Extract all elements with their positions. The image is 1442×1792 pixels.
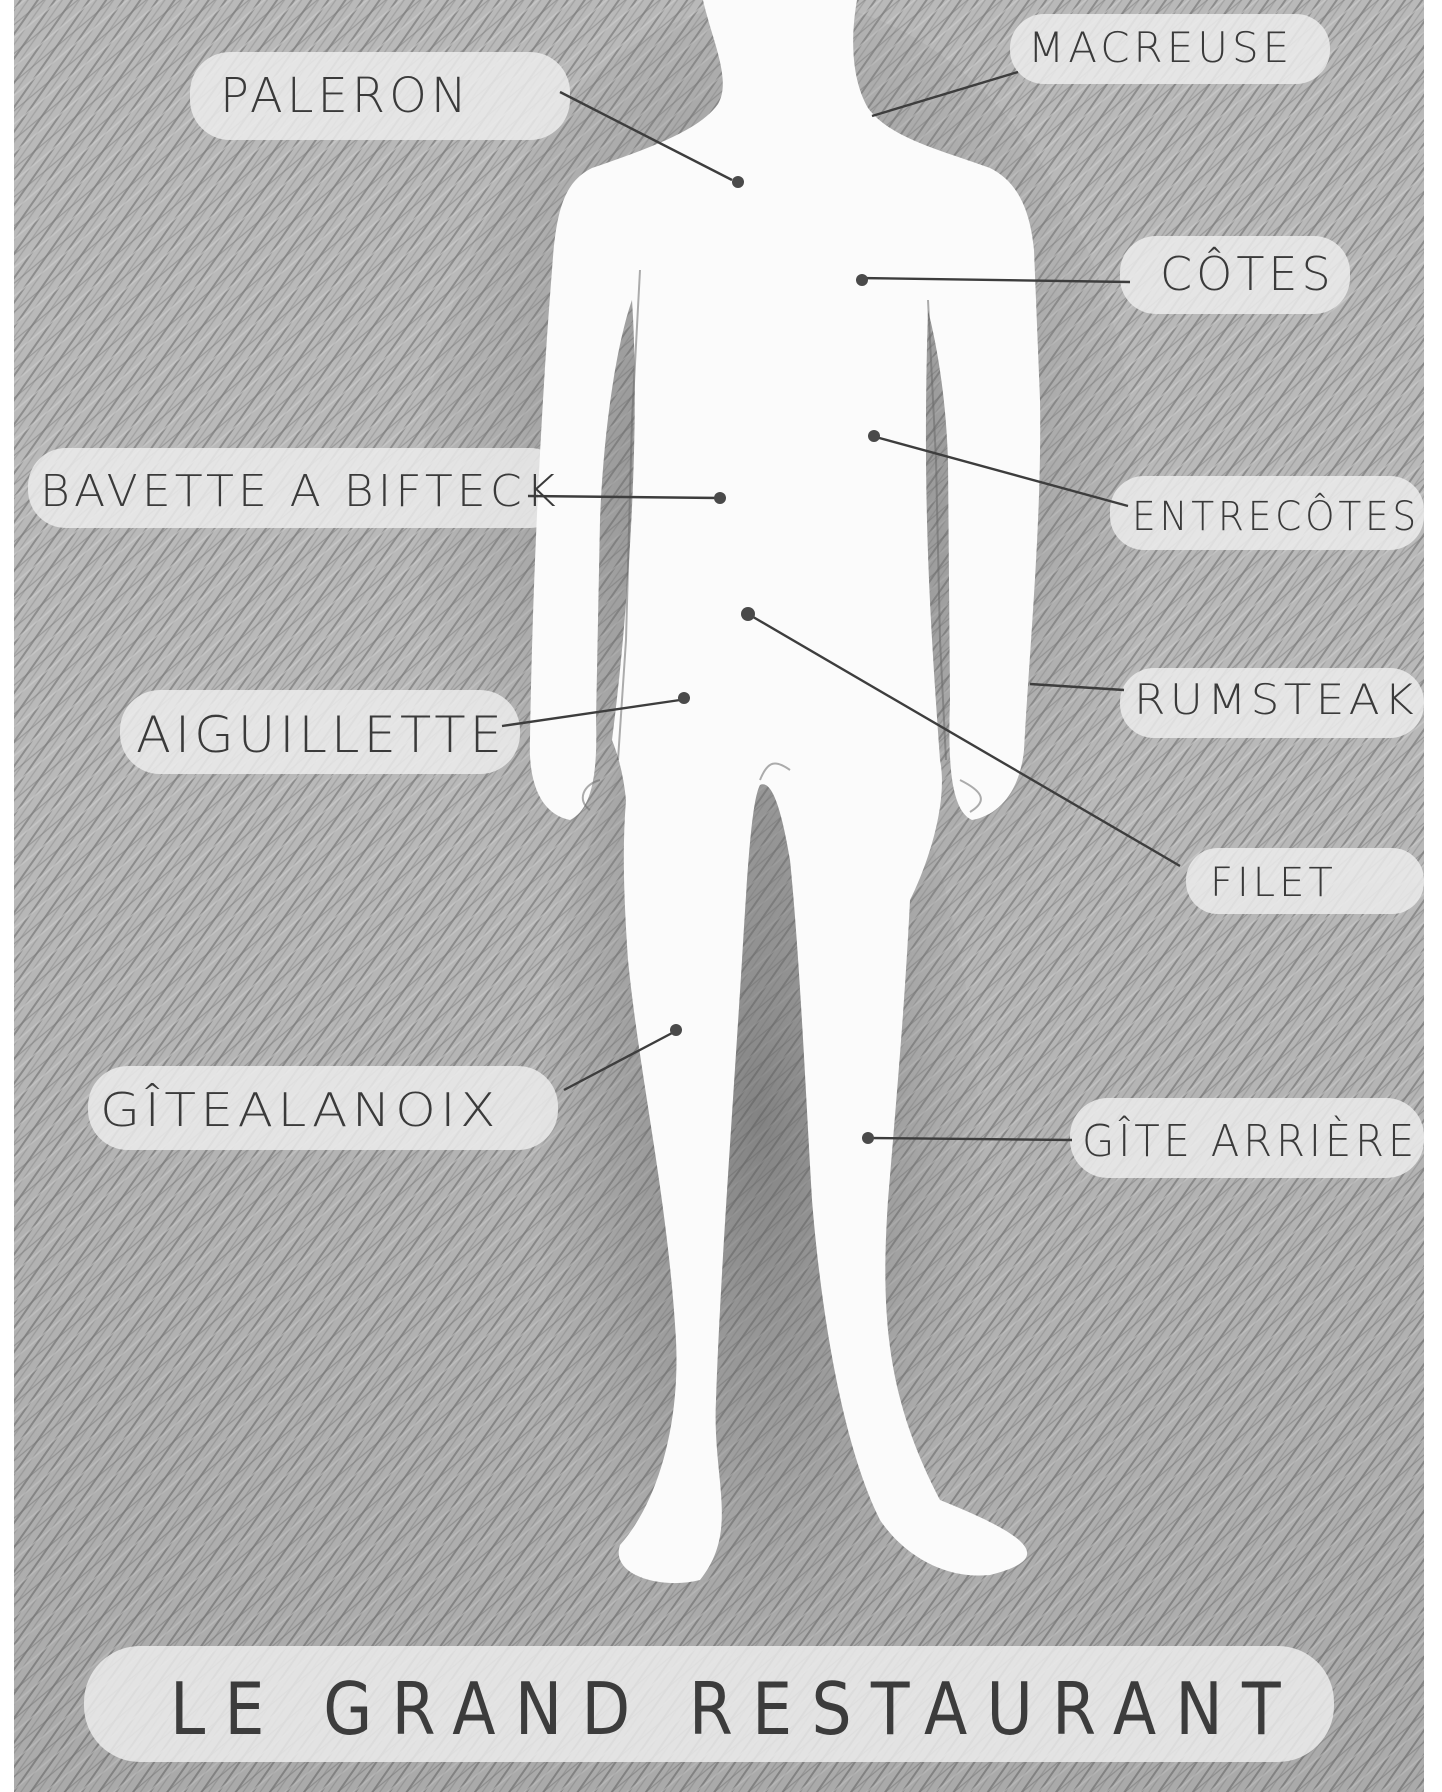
label-gite-noix: GÎTEALANOIX (100, 1083, 500, 1137)
page-title: LE GRAND RESTAURANT (170, 1667, 1300, 1751)
pin-gite-arriere (862, 1132, 874, 1144)
pin-gite-noix (670, 1024, 682, 1036)
pin-cotes (856, 274, 868, 286)
label-rumsteak: RUMSTEAK (1134, 675, 1418, 724)
paper-edge (1424, 0, 1442, 1792)
pin-paleron (732, 176, 744, 188)
label-gite-arriere: GÎTE ARRIÈRE (1082, 1114, 1418, 1167)
label-filet: FILET (1210, 860, 1337, 906)
label-bavette: BAVETTE A BIFTECK (40, 466, 560, 517)
label-entrecotes: ENTRECÔTES (1132, 492, 1420, 540)
pin-entrecotes (868, 430, 880, 442)
label-paleron: PALERON (220, 68, 471, 124)
pin-bavette (714, 492, 726, 504)
label-aiguillette: AIGUILLETTE (136, 706, 506, 764)
pin-aiguillette (678, 692, 690, 704)
pin-filet (741, 607, 755, 621)
label-cotes: CÔTES (1160, 246, 1335, 301)
label-macreuse: MACREUSE (1028, 23, 1293, 72)
